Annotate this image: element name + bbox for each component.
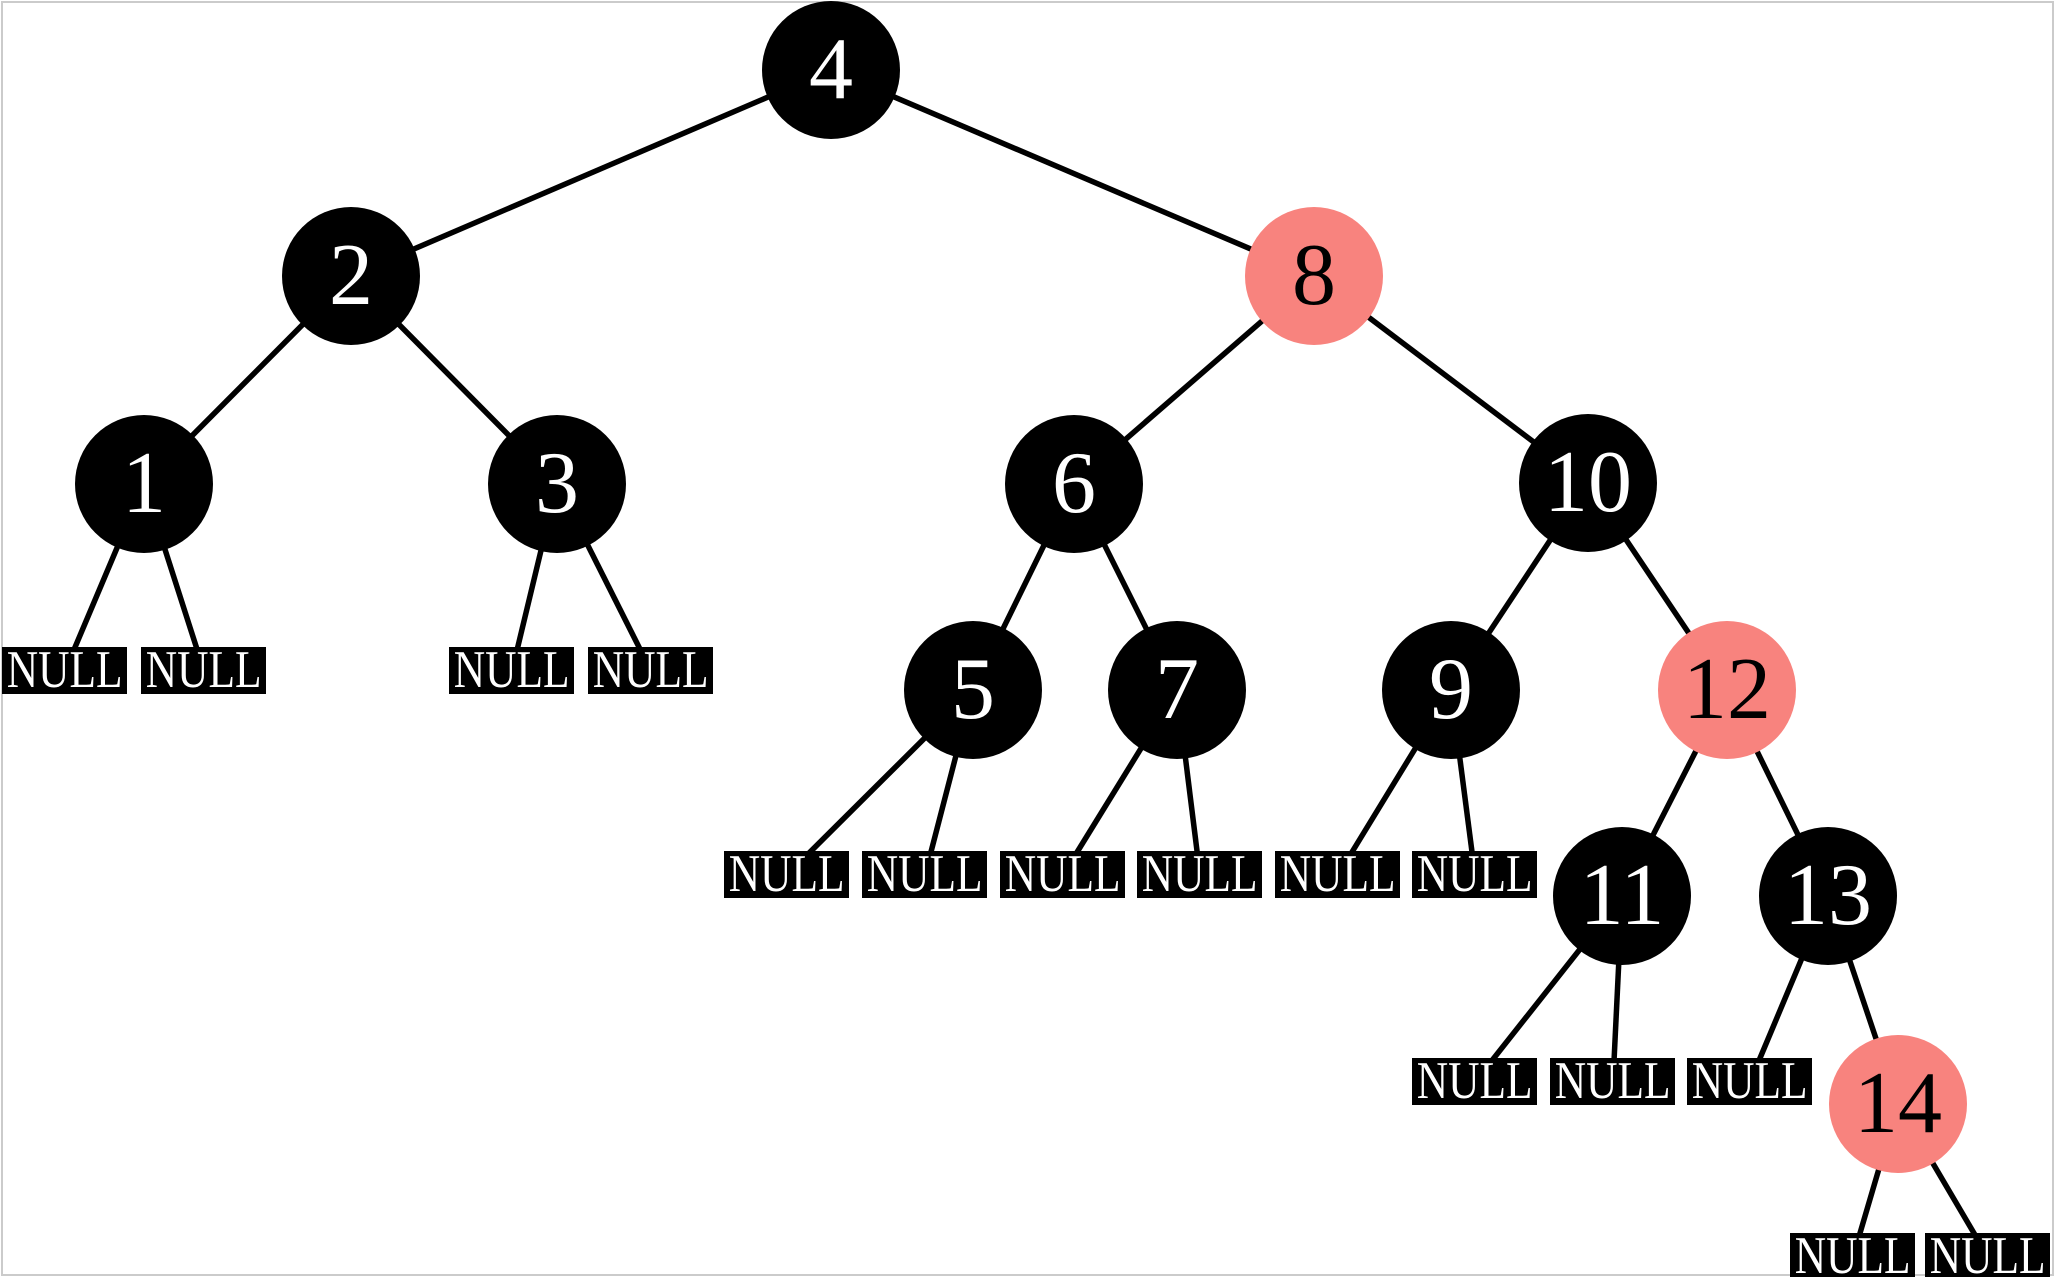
tree-node-8: 8 bbox=[1245, 207, 1383, 345]
tree-node-label: 6 bbox=[1052, 435, 1096, 532]
null-leaf-label: NULL bbox=[1141, 845, 1258, 903]
tree-node-label: 3 bbox=[535, 435, 579, 532]
null-leaf-null-11-right: NULL bbox=[1550, 1052, 1675, 1110]
tree-node-label: 13 bbox=[1784, 847, 1872, 944]
tree-node-11: 11 bbox=[1553, 827, 1691, 965]
tree-node-label: 9 bbox=[1429, 641, 1473, 738]
tree-node-7: 7 bbox=[1108, 621, 1246, 759]
tree-node-3: 3 bbox=[488, 415, 626, 553]
tree-node-9: 9 bbox=[1382, 621, 1520, 759]
tree-node-12: 12 bbox=[1658, 621, 1796, 759]
null-leaf-label: NULL bbox=[1554, 1052, 1671, 1110]
null-leaf-null-7-left: NULL bbox=[1000, 845, 1125, 903]
null-leaf-null-13-left: NULL bbox=[1687, 1052, 1812, 1110]
tree-node-label: 7 bbox=[1155, 641, 1199, 738]
null-leaf-null-9-left: NULL bbox=[1275, 845, 1400, 903]
tree-node-label: 8 bbox=[1292, 227, 1336, 324]
null-leaf-null-14-left: NULL bbox=[1790, 1227, 1915, 1277]
tree-node-label: 1 bbox=[122, 435, 166, 532]
null-leaf-label: NULL bbox=[453, 641, 570, 699]
null-leaf-label: NULL bbox=[1416, 845, 1533, 903]
null-leaf-null-5-right: NULL bbox=[862, 845, 987, 903]
null-leaf-label: NULL bbox=[145, 641, 262, 699]
null-leaf-label: NULL bbox=[1929, 1227, 2046, 1277]
null-leaf-label: NULL bbox=[1794, 1227, 1911, 1277]
null-leaf-null-1-right: NULL bbox=[141, 641, 266, 699]
null-leaf-label: NULL bbox=[866, 845, 983, 903]
tree-node-6: 6 bbox=[1005, 415, 1143, 553]
tree-node-label: 10 bbox=[1544, 434, 1632, 531]
tree-node-13: 13 bbox=[1759, 827, 1897, 965]
null-leaf-null-3-right: NULL bbox=[588, 641, 713, 699]
tree-node-10: 10 bbox=[1519, 414, 1657, 552]
null-leaf-label: NULL bbox=[1691, 1052, 1808, 1110]
tree-node-label: 12 bbox=[1683, 641, 1771, 738]
tree-node-label: 2 bbox=[329, 227, 373, 324]
tree-node-5: 5 bbox=[904, 621, 1042, 759]
tree-node-4: 4 bbox=[762, 1, 900, 139]
null-leaf-label: NULL bbox=[1004, 845, 1121, 903]
null-leaf-label: NULL bbox=[1279, 845, 1396, 903]
tree-node-label: 4 bbox=[809, 21, 853, 118]
tree-node-14: 14 bbox=[1829, 1035, 1967, 1173]
null-leaf-null-7-right: NULL bbox=[1137, 845, 1262, 903]
tree-node-label: 5 bbox=[951, 641, 995, 738]
null-leaf-null-14-right: NULL bbox=[1925, 1227, 2050, 1277]
null-leaf-null-11-left: NULL bbox=[1412, 1052, 1537, 1110]
null-leaf-label: NULL bbox=[6, 641, 123, 699]
null-leaf-null-9-right: NULL bbox=[1412, 845, 1537, 903]
tree-node-label: 11 bbox=[1579, 847, 1665, 944]
tree-node-1: 1 bbox=[75, 415, 213, 553]
null-leaf-label: NULL bbox=[592, 641, 709, 699]
null-leaf-null-1-left: NULL bbox=[2, 641, 127, 699]
null-leaf-label: NULL bbox=[1416, 1052, 1533, 1110]
tree-edge-4-8 bbox=[829, 67, 1316, 279]
null-leaf-null-5-left: NULL bbox=[724, 845, 849, 903]
null-leaf-null-3-left: NULL bbox=[449, 641, 574, 699]
tree-node-2: 2 bbox=[282, 207, 420, 345]
tree-node-label: 14 bbox=[1854, 1055, 1942, 1152]
null-leaf-label: NULL bbox=[728, 845, 845, 903]
tree-edge-4-2 bbox=[349, 67, 833, 279]
